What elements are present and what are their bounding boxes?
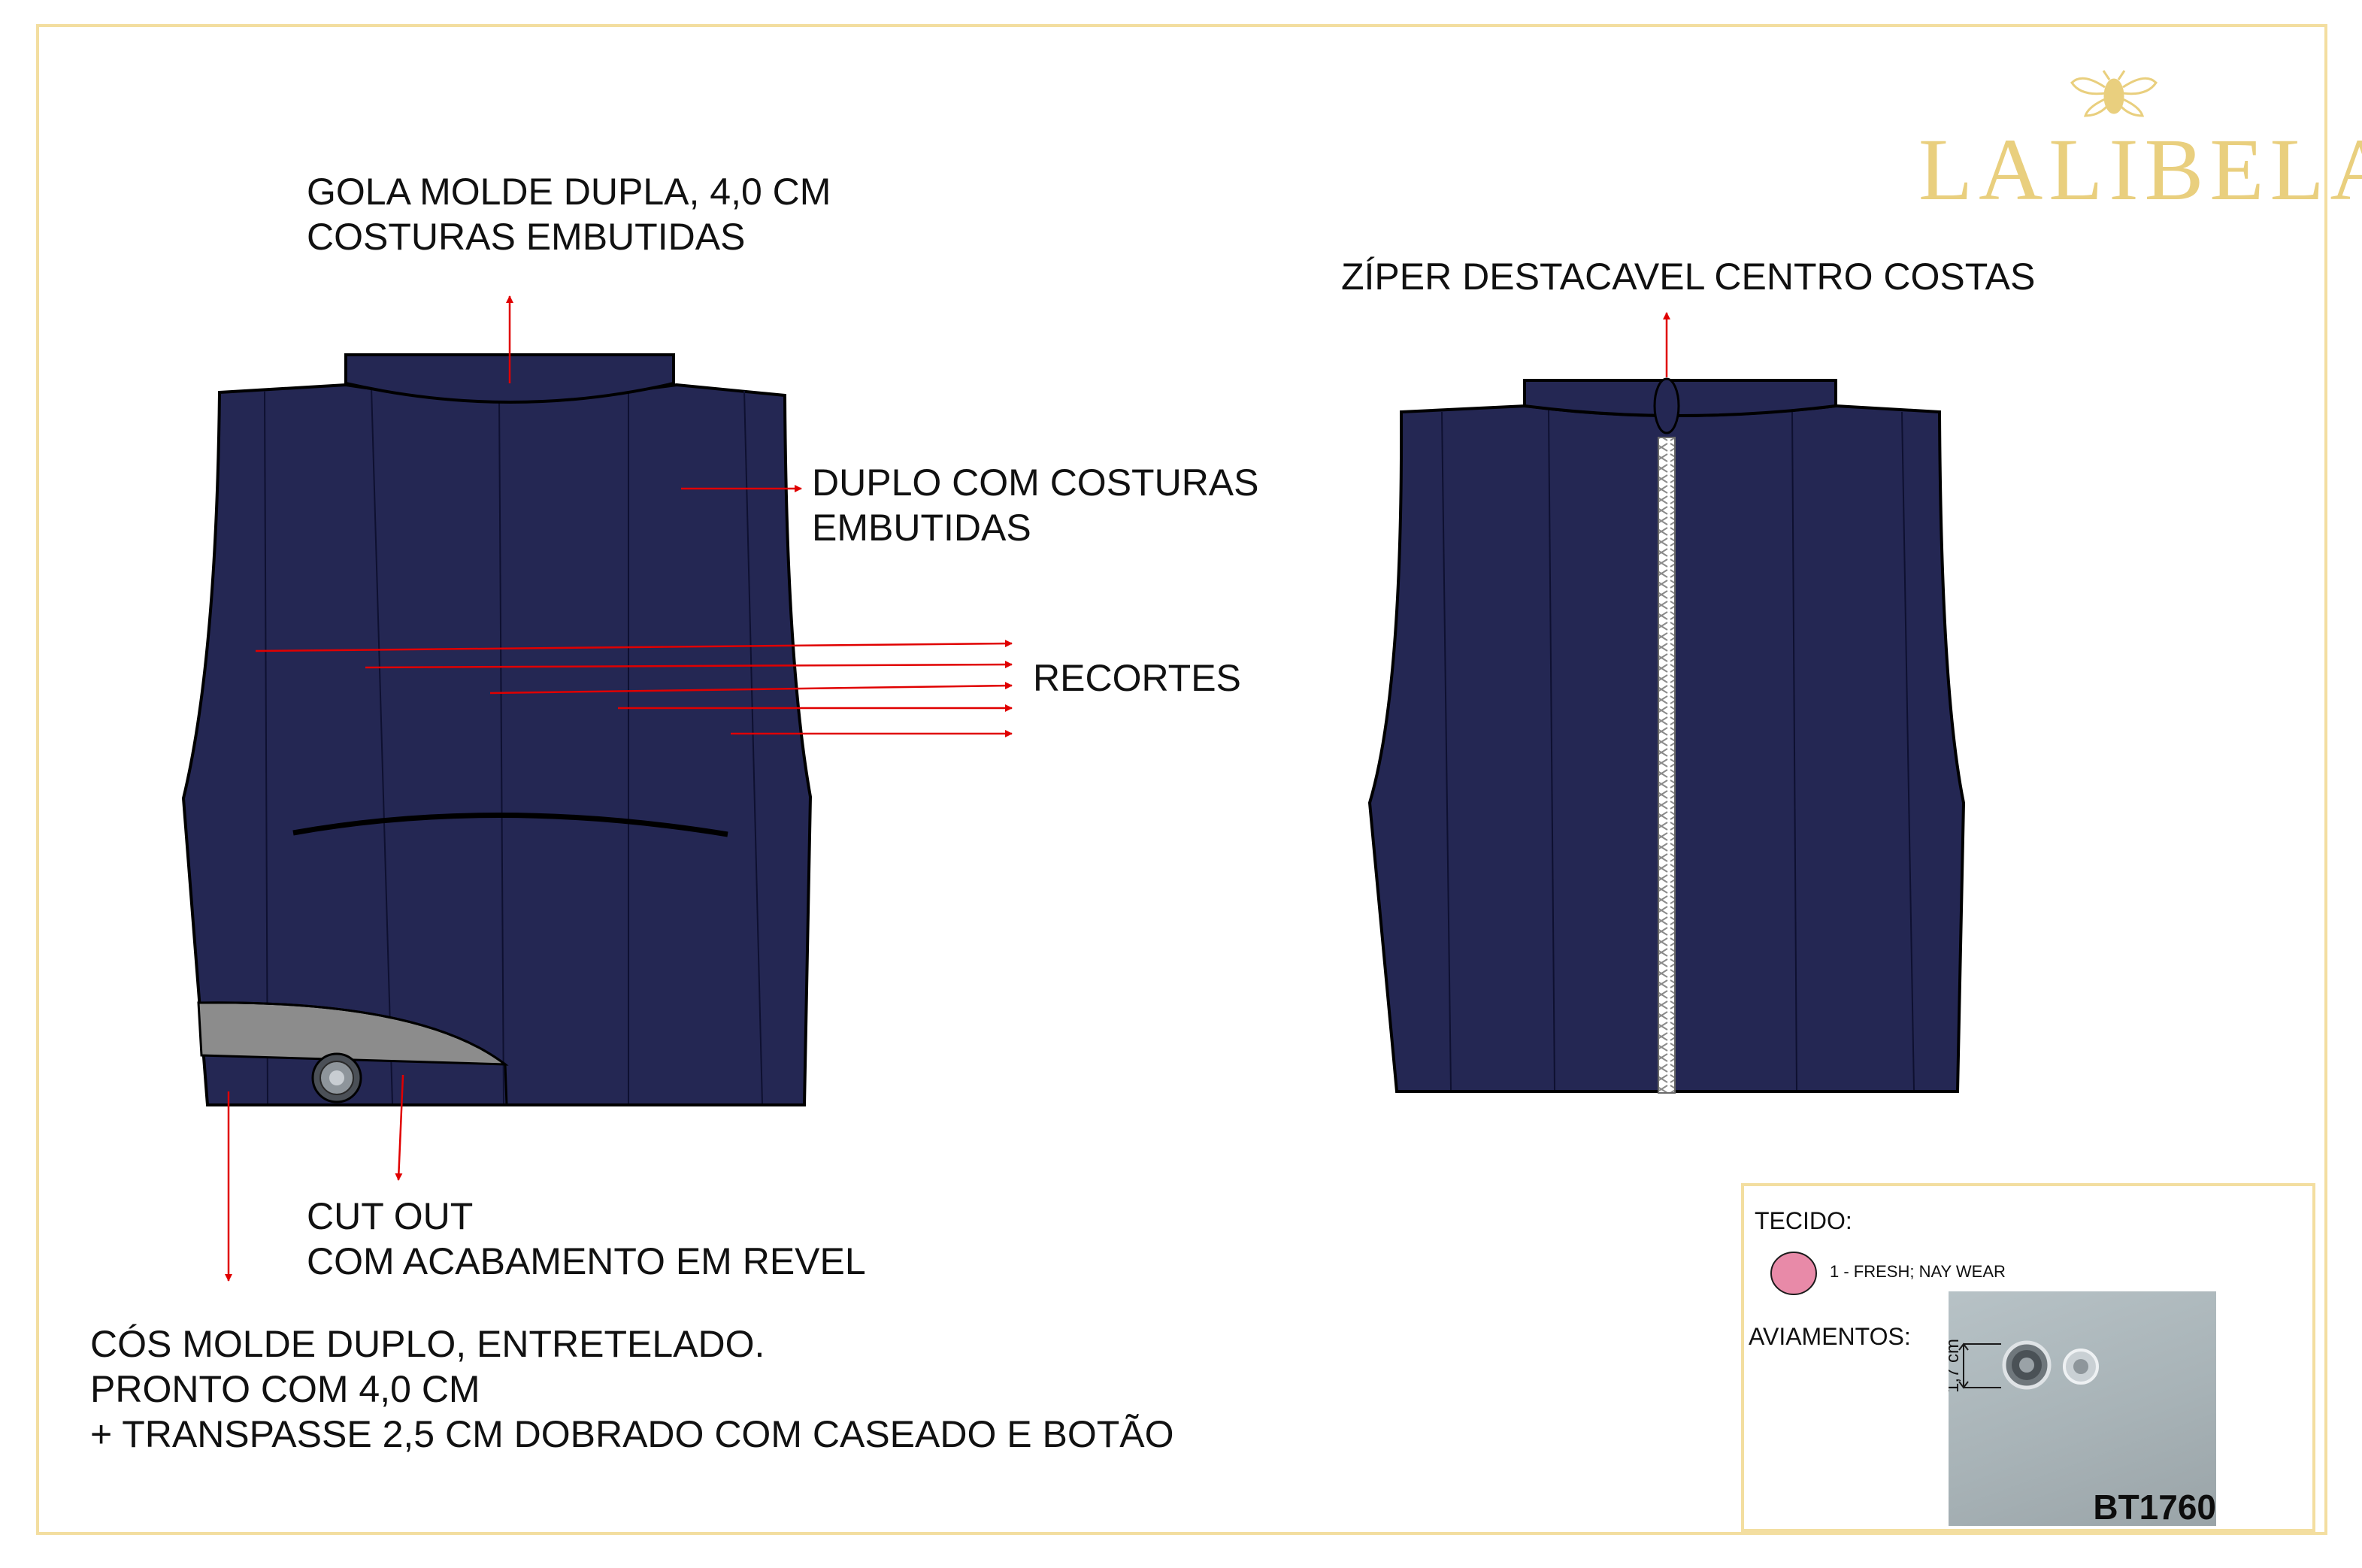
page-frame — [36, 24, 2327, 1535]
front-annotation-arrows — [225, 295, 1013, 1282]
fabric-item: 1 - FRESH; NAY WEAR — [1830, 1262, 2006, 1281]
cutout-edge — [198, 1001, 508, 1106]
double-note-line2: EMBUTIDAS — [812, 507, 1031, 549]
front-view-garment — [181, 353, 813, 1106]
zipper-tape — [1658, 437, 1676, 1094]
panels-note: RECORTES — [1033, 657, 1241, 699]
fabric-swatch — [1770, 1252, 1817, 1295]
trim-photo: 1,7 cm BT1760 — [1949, 1291, 2216, 1526]
waistband-note-line1: CÓS MOLDE DUPLO, ENTRETELADO. — [90, 1323, 765, 1365]
front-seams — [264, 387, 763, 1104]
fabric-title: TECIDO: — [1755, 1207, 1852, 1234]
trim-code: BT1760 — [2093, 1488, 2216, 1526]
cutout-note-line2: COM ACABAMENTO EM REVEL — [307, 1240, 866, 1282]
spec-box — [1741, 1183, 2315, 1532]
button-icon — [1958, 1340, 2099, 1390]
cutout-note-line1: CUT OUT — [307, 1195, 474, 1237]
collar-note-line2: COSTURAS EMBUTIDAS — [307, 216, 746, 258]
trim-measure: 1,7 cm — [1949, 1338, 1964, 1394]
back-collar — [1523, 379, 1837, 417]
waistband-note-line3: + TRANSPASSE 2,5 CM DOBRADO COM CASEADO … — [90, 1413, 1174, 1455]
trims-title: AVIAMENTOS: — [1749, 1323, 1911, 1350]
button-icon — [311, 1052, 362, 1103]
front-curve-seam — [292, 812, 728, 837]
zipper-note: ZÍPER DESTACAVEL CENTRO COSTAS — [1341, 256, 2036, 298]
back-view-garment — [1367, 377, 1966, 1094]
collar-note-line1: GOLA MOLDE DUPLA, 4,0 CM — [307, 171, 831, 213]
double-note-line1: DUPLO COM COSTURAS — [812, 462, 1259, 504]
zipper-pull — [1653, 377, 1680, 434]
brand-logo: LALIBELA — [1918, 120, 2362, 219]
bee-icon — [2070, 70, 2158, 117]
back-seams — [1441, 410, 1915, 1091]
front-body — [181, 383, 813, 1106]
waistband-note-line2: PRONTO COM 4,0 CM — [90, 1368, 480, 1410]
